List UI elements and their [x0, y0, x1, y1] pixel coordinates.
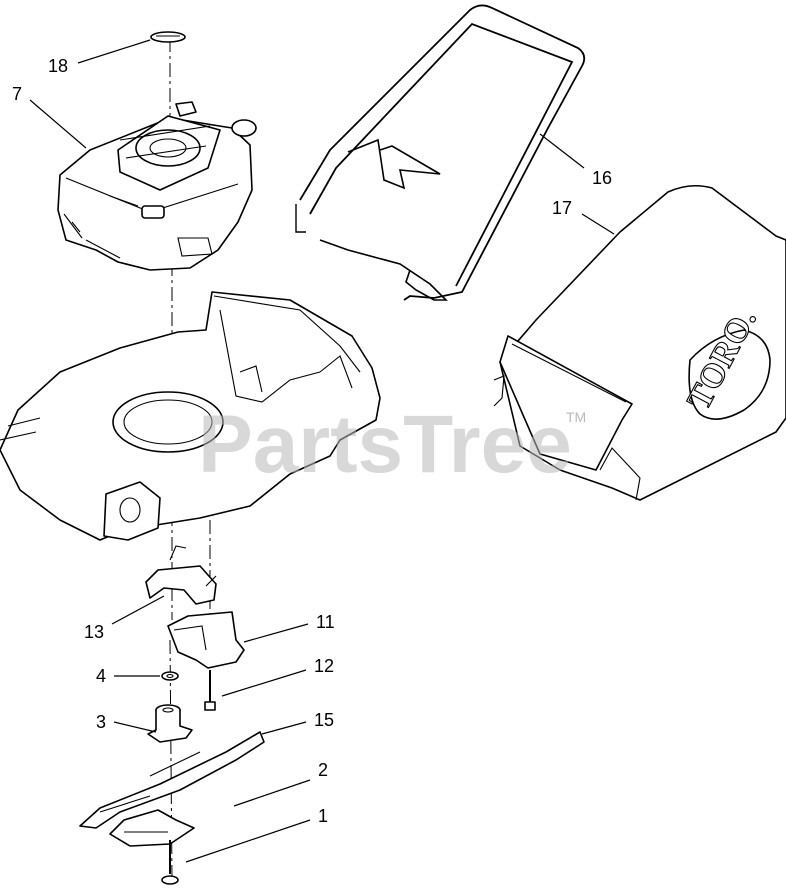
callout-15[interactable]: 15	[314, 710, 334, 730]
mower-deck	[0, 291, 381, 541]
part-7-engine[interactable]	[57, 101, 257, 271]
callout-18[interactable]: 18	[48, 56, 68, 76]
part-12-screw[interactable]	[204, 670, 216, 711]
part-17-grass-bag[interactable]: TORO.	[493, 184, 786, 501]
callout-7[interactable]: 7	[12, 84, 22, 104]
callout-3[interactable]: 3	[96, 712, 106, 732]
leader-lines	[29, 39, 615, 863]
part-1-bolt[interactable]	[161, 840, 179, 885]
part-3-adapter[interactable]	[147, 704, 193, 743]
part-11-guard[interactable]	[167, 611, 245, 669]
callout-labels: 18 7 16 17 13 11 4 12 3 15 2 1	[12, 56, 612, 826]
callout-17[interactable]: 17	[552, 198, 572, 218]
watermark-text: PartsTree	[198, 399, 572, 490]
callout-13[interactable]: 13	[84, 622, 104, 642]
part-15-blade[interactable]	[79, 731, 265, 829]
callout-12[interactable]: 12	[314, 656, 334, 676]
part-4-washer[interactable]	[161, 671, 179, 681]
callout-1[interactable]: 1	[318, 806, 328, 826]
part-13-bracket[interactable]	[145, 545, 217, 605]
part-16-bag-frame[interactable]	[295, 4, 586, 301]
callout-2[interactable]: 2	[318, 760, 328, 780]
part-18-cap[interactable]	[150, 31, 186, 43]
part-2-airlift[interactable]	[109, 809, 195, 847]
callout-16[interactable]: 16	[592, 168, 612, 188]
callout-4[interactable]: 4	[96, 666, 106, 686]
watermark: PartsTree TM	[198, 399, 586, 490]
callout-11[interactable]: 11	[316, 612, 335, 632]
watermark-trademark: TM	[566, 409, 586, 425]
